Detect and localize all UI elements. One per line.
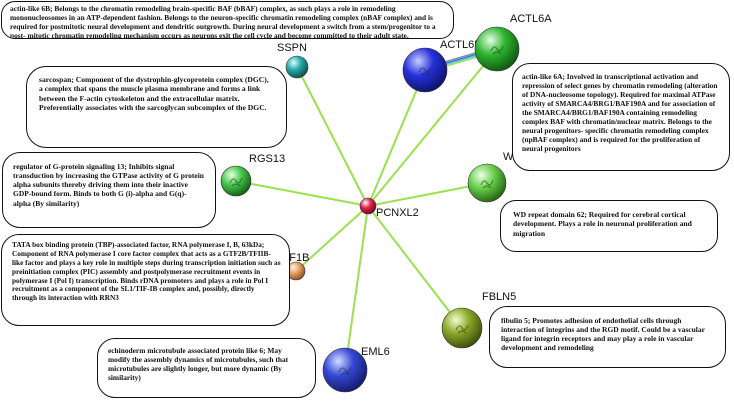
edge-pcnxl2-eml6 — [344, 205, 369, 371]
node-actl6a[interactable]: ACTL6A — [474, 13, 552, 72]
callout-actl6a-text: actin-like 6A; Involved in transcription… — [522, 72, 718, 154]
node-sspn[interactable]: SSPN — [277, 42, 309, 79]
node-actl6b[interactable]: ACTL6B — [402, 39, 482, 93]
node-label-actl6b: ACTL6B — [440, 39, 482, 51]
protein-structure-icon — [455, 324, 469, 334]
callout-eml6-text: echinoderm microtubule associated protei… — [108, 346, 289, 383]
protein-structure-icon — [490, 45, 504, 55]
edge-pcnxl2-wdr62 — [367, 182, 488, 207]
callout-fbln5-text: fibulin 5; Promotes adhesion of endothel… — [501, 316, 705, 353]
callout-eml6: echinoderm microtubule associated protei… — [97, 338, 316, 398]
node-rgs13[interactable]: RGS13 — [220, 153, 285, 197]
callout-taf1b: TATA box binding protein (TBP)-associate… — [1, 234, 290, 326]
node-eml6[interactable]: EML6 — [322, 346, 390, 393]
callout-wdr62: WD repeat domain 62; Required for cerebr… — [500, 200, 718, 252]
protein-structure-icon — [480, 179, 494, 189]
protein-structure-icon — [229, 177, 243, 187]
callout-wdr62-text: WD repeat domain 62; Required for cerebr… — [513, 210, 692, 238]
callout-actl6b: actin-like 6B; Belongs to the chromatin … — [1, 1, 454, 39]
edge-pcnxl2-actl6b — [367, 69, 426, 207]
callout-fbln5: fibulin 5; Promotes adhesion of endothel… — [489, 306, 726, 368]
edge-pcnxl2-rgs13 — [235, 180, 369, 207]
callout-taf1b-text: TATA box binding protein (TBP)-associate… — [12, 240, 281, 303]
node-sspn-sphere[interactable] — [285, 55, 309, 79]
callout-rgs13-text: regulator of G-protein signaling 13; Inh… — [13, 162, 204, 208]
node-pcnxl2[interactable]: PCNXL2 — [359, 197, 419, 219]
node-label-actl6a: ACTL6A — [510, 13, 552, 25]
callout-sspn-text: sarcospan; Component of the dystrophin-g… — [39, 75, 269, 112]
edge-pcnxl2-fbln5 — [367, 205, 463, 329]
protein-structure-icon — [338, 366, 352, 376]
callout-actl6b-text: actin-like 6B; Belongs to the chromatin … — [10, 4, 436, 39]
node-label-fbln5: FBLN5 — [482, 291, 516, 303]
callout-actl6a: actin-like 6A; Involved in transcription… — [512, 63, 730, 171]
edge-pcnxl2-taf1b — [295, 205, 369, 272]
edge-pcnxl2-sspn — [296, 66, 369, 207]
node-label-sspn: SSPN — [277, 42, 307, 54]
node-label-eml6: EML6 — [361, 346, 390, 358]
node-label-pcnxl2: PCNXL2 — [376, 207, 419, 219]
edge-pcnxl2-actl6a — [367, 48, 498, 207]
node-label-rgs13: RGS13 — [249, 153, 285, 165]
node-fbln5[interactable]: FBLN5 — [441, 291, 516, 349]
callout-sspn: sarcospan; Component of the dystrophin-g… — [26, 66, 287, 148]
node-pcnxl2-sphere[interactable] — [359, 197, 377, 215]
protein-structure-icon — [418, 66, 432, 76]
callout-rgs13: regulator of G-protein signaling 13; Inh… — [2, 152, 216, 228]
